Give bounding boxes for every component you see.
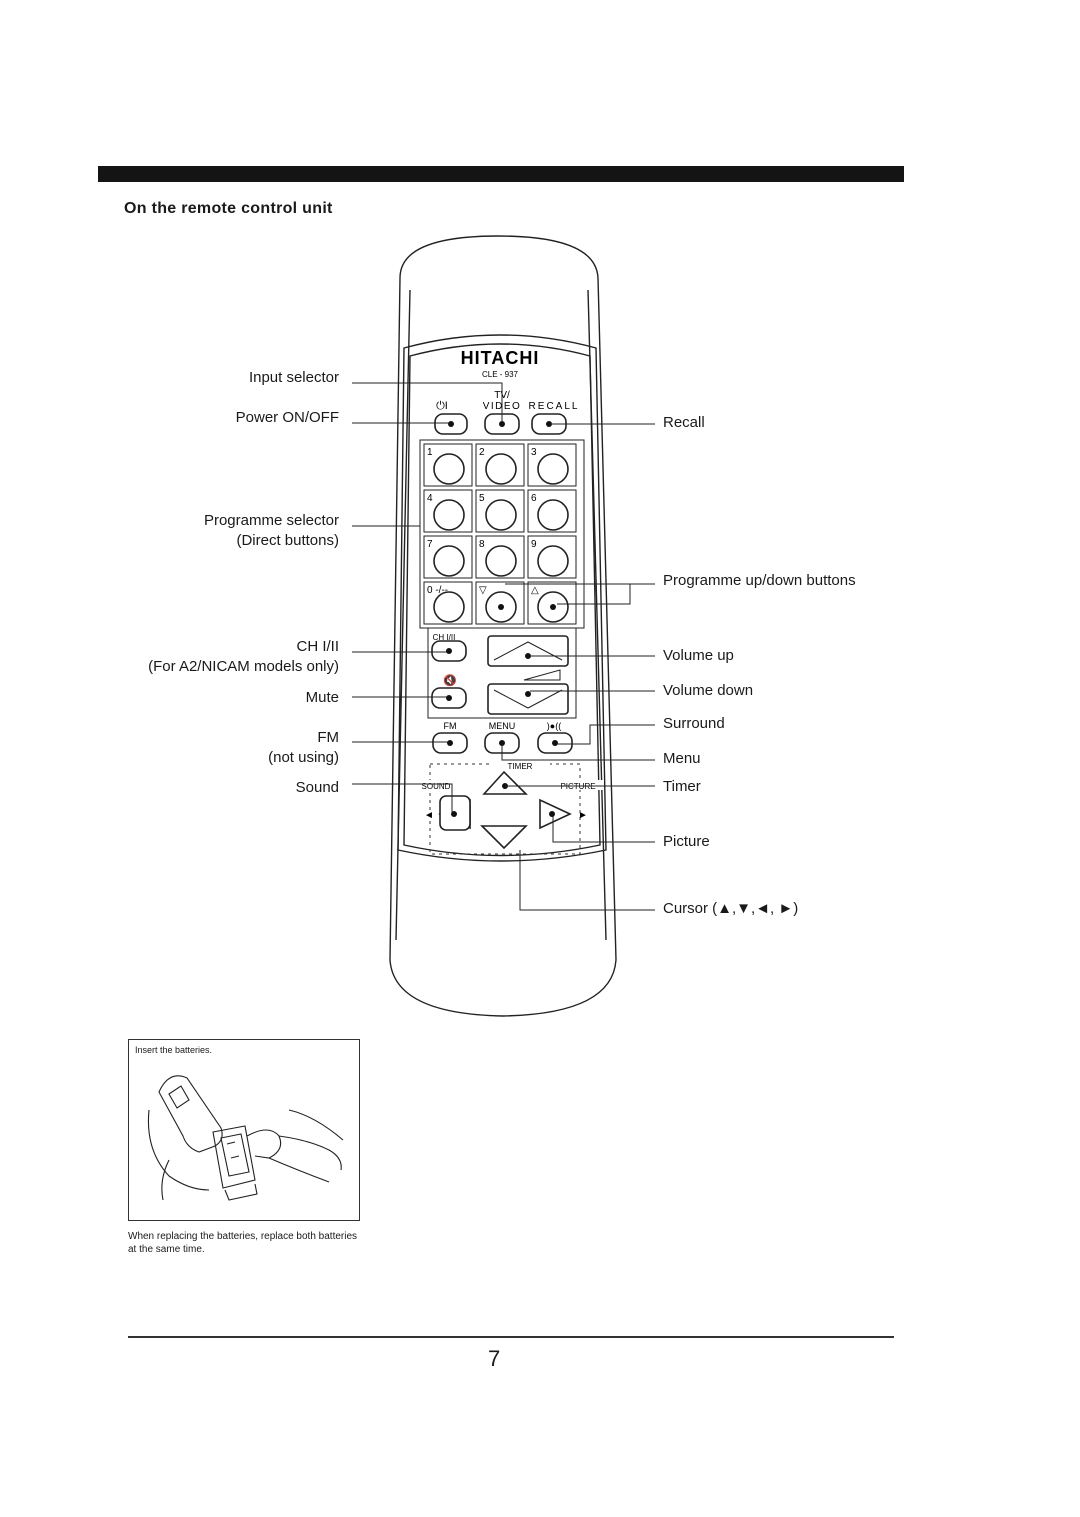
keypad-cell xyxy=(527,535,577,579)
digit-4-button[interactable] xyxy=(433,499,465,531)
digit-9-button[interactable] xyxy=(537,545,569,577)
keypad-cell xyxy=(527,581,577,625)
label-fm-note: (not using) xyxy=(268,749,339,766)
digit-8-label: 8 xyxy=(479,539,485,550)
digit-0-label: 0 -/-- xyxy=(427,585,448,596)
cursor-cluster-frame xyxy=(429,763,581,855)
hand-inserting-batteries-illustration xyxy=(147,1075,344,1201)
label-timer: Timer xyxy=(663,778,701,795)
leader-input-selector xyxy=(352,382,503,422)
keypad-cell xyxy=(475,443,525,487)
cursor-left-arrow-icon: ◄ xyxy=(424,810,434,821)
page-number: 7 xyxy=(488,1346,501,1371)
digit-6-button[interactable] xyxy=(537,499,569,531)
ch-label: CH I/II xyxy=(433,633,456,642)
label-ch-note: (For A2/NICAM models only) xyxy=(148,658,339,675)
keypad-cell xyxy=(475,489,525,533)
label-picture: Picture xyxy=(663,833,710,850)
sound-label: SOUND xyxy=(422,782,451,791)
label-volume-up: Volume up xyxy=(663,647,734,664)
header-bar xyxy=(98,166,904,182)
recall-label: RECALL xyxy=(529,401,580,412)
keypad-cell xyxy=(527,443,577,487)
mute-icon: 🔇 xyxy=(443,674,457,687)
label-sound: Sound xyxy=(295,779,339,796)
label-fm: FM xyxy=(317,729,339,746)
digit-6-label: 6 xyxy=(531,493,537,504)
leader-picture xyxy=(552,816,655,843)
keypad-cell xyxy=(475,581,525,625)
label-mute: Mute xyxy=(305,689,339,706)
digit-1-button[interactable] xyxy=(433,453,465,485)
brand-logo: HITACHI xyxy=(461,348,540,368)
digit-2-button[interactable] xyxy=(485,453,517,485)
battery-note: When replacing the batteries, replace bo… xyxy=(128,1231,358,1255)
power-label: ⏻I xyxy=(436,400,448,412)
volume-ramp-icon xyxy=(523,669,561,681)
programme-down-dot xyxy=(498,604,504,610)
tv-video-label: VIDEO xyxy=(483,401,522,412)
programme-up-dot xyxy=(550,604,556,610)
digit-9-label: 9 xyxy=(531,539,537,550)
digit-7-label: 7 xyxy=(427,539,433,550)
battery-caption: Insert the batteries. xyxy=(135,1045,213,1055)
volume-down-button[interactable] xyxy=(487,683,569,715)
digit-7-button[interactable] xyxy=(433,545,465,577)
timer-label: TIMER xyxy=(508,762,533,771)
digit-4-label: 4 xyxy=(427,493,433,504)
volume-up-button[interactable] xyxy=(487,635,569,667)
digit-3-button[interactable] xyxy=(537,453,569,485)
label-direct-buttons: (Direct buttons) xyxy=(236,532,339,549)
digit-3-label: 3 xyxy=(531,447,537,458)
footer-rule xyxy=(128,1336,894,1338)
surround-icon: )●(( xyxy=(547,721,561,731)
keypad-cell xyxy=(423,581,473,625)
section-title: On the remote control unit xyxy=(124,200,333,217)
label-recall: Recall xyxy=(663,414,705,431)
programme-up-label: △ xyxy=(531,585,539,596)
label-ch: CH I/II xyxy=(296,638,339,655)
remote-face-panel xyxy=(397,334,607,862)
keypad-cell xyxy=(423,489,473,533)
leader-menu xyxy=(501,745,655,761)
leader-surround xyxy=(557,724,655,745)
label-input-selector: Input selector xyxy=(248,369,339,386)
fm-label: FM xyxy=(444,721,457,731)
number-keypad: 1 2 3 4 5 6 7 8 9 0 -/-- ▽ △ xyxy=(423,443,577,625)
model-number: CLE - 937 xyxy=(482,370,519,379)
remote-body xyxy=(389,235,617,1017)
digit-5-button[interactable] xyxy=(485,499,517,531)
cursor-down-button[interactable] xyxy=(480,825,528,850)
digit-0-button[interactable] xyxy=(433,591,465,623)
digit-2-label: 2 xyxy=(479,447,485,458)
cursor-right-arrow-icon: ► xyxy=(578,810,588,821)
keypad-cell xyxy=(527,489,577,533)
label-programme-selector: Programme selector xyxy=(203,512,339,529)
label-power: Power ON/OFF xyxy=(235,409,339,426)
volume-block-frame xyxy=(427,627,577,719)
programme-down-label: ▽ xyxy=(479,585,487,596)
leader-cursor xyxy=(519,850,655,911)
leader-programme-updown xyxy=(505,583,655,605)
label-cursor: Cursor (▲,▼,◄, ►) xyxy=(663,900,799,917)
label-volume-down: Volume down xyxy=(663,682,754,699)
leader-sound xyxy=(352,783,453,812)
keypad-cell xyxy=(475,535,525,579)
battery-illustration-box: Insert the batteries. xyxy=(128,1039,360,1221)
keypad-cell xyxy=(423,443,473,487)
menu-label: MENU xyxy=(489,721,516,731)
label-surround: Surround xyxy=(663,715,725,732)
digit-5-label: 5 xyxy=(479,493,485,504)
keypad-cell xyxy=(423,535,473,579)
label-programme-updown: Programme up/down buttons xyxy=(663,572,856,589)
label-menu: Menu xyxy=(663,750,701,767)
digit-1-label: 1 xyxy=(427,447,433,458)
digit-8-button[interactable] xyxy=(485,545,517,577)
